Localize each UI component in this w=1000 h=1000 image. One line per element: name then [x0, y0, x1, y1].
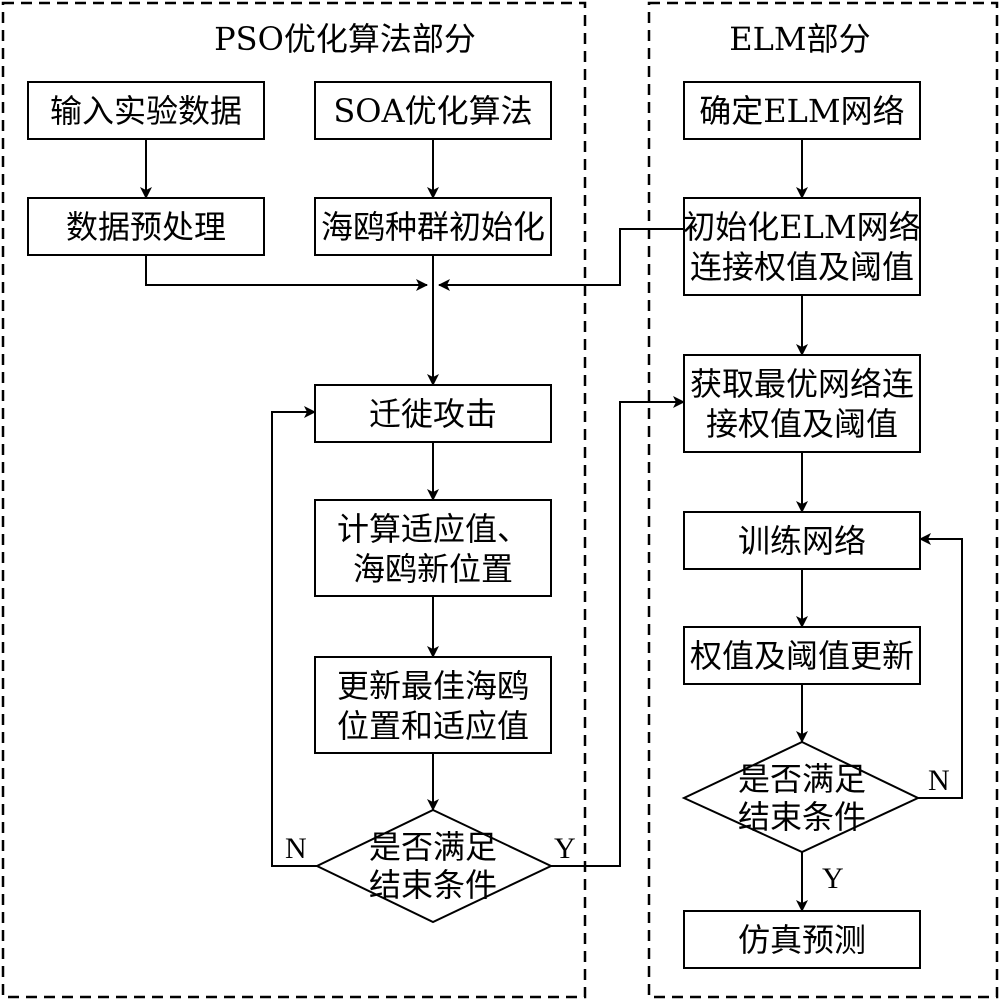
- update-best-label-line1: 更新最佳海鸥: [337, 667, 529, 705]
- arrow-init-elm-to-junction: [438, 228, 684, 291]
- elm-panel: [647, 1, 999, 999]
- init-elm-label-line1: 初始化ELM网络: [683, 208, 920, 246]
- simulate-predict-label: 仿真预测: [738, 921, 866, 959]
- init-elm-label-line2: 连接权值及阈值: [690, 248, 914, 286]
- arrow-right-no-loop: [918, 533, 963, 799]
- preprocess-label: 数据预处理: [66, 208, 226, 246]
- soa-algorithm-label: SOA优化算法: [333, 92, 532, 130]
- arrow-preprocess-to-junction: [145, 255, 428, 291]
- weight-update-label: 权值及阈值更新: [690, 637, 914, 675]
- get-optimal-label-line1: 获取最优网络连: [690, 365, 914, 403]
- soa-algorithm-box: [314, 81, 552, 140]
- arrow-left-no-loop: [271, 406, 317, 867]
- get-optimal-label-line2: 接权值及阈值: [706, 405, 898, 443]
- pso-panel-title: PSO优化算法部分: [214, 20, 476, 58]
- pso-panel: [1, 1, 587, 999]
- input-data-label: 输入实验数据: [50, 92, 242, 130]
- migrate-attack-label: 迁徙攻击: [369, 395, 497, 433]
- elm-panel-title: ELM部分: [729, 20, 870, 58]
- left-condition-label-line1: 是否满足: [369, 828, 497, 866]
- compute-fitness-label-line2: 海鸥新位置: [353, 550, 513, 588]
- right-no-label: N: [928, 764, 950, 797]
- left-condition-label-line2: 结束条件: [369, 866, 497, 904]
- define-elm-box: [683, 81, 921, 140]
- init-population-label: 海鸥种群初始化: [321, 208, 545, 246]
- right-yes-label: Y: [822, 862, 844, 895]
- compute-fitness-label-line1: 计算适应值、: [337, 510, 529, 548]
- arrow-left-yes-to-get-optimal: [551, 396, 685, 867]
- input-data-box: [27, 81, 265, 140]
- right-condition-label-line2: 结束条件: [738, 798, 866, 836]
- left-no-label: N: [285, 832, 307, 865]
- left-condition-diamond: [314, 808, 554, 924]
- update-best-label-line2: 位置和适应值: [337, 707, 529, 745]
- left-yes-label: Y: [554, 832, 576, 865]
- simulate-predict-box: [683, 910, 921, 969]
- train-network-label: 训练网络: [738, 522, 866, 560]
- right-condition-label-line1: 是否满足: [738, 760, 866, 798]
- init-elm-box: [683, 197, 921, 296]
- weight-update-box: [683, 626, 921, 685]
- define-elm-label: 确定ELM网络: [699, 92, 904, 130]
